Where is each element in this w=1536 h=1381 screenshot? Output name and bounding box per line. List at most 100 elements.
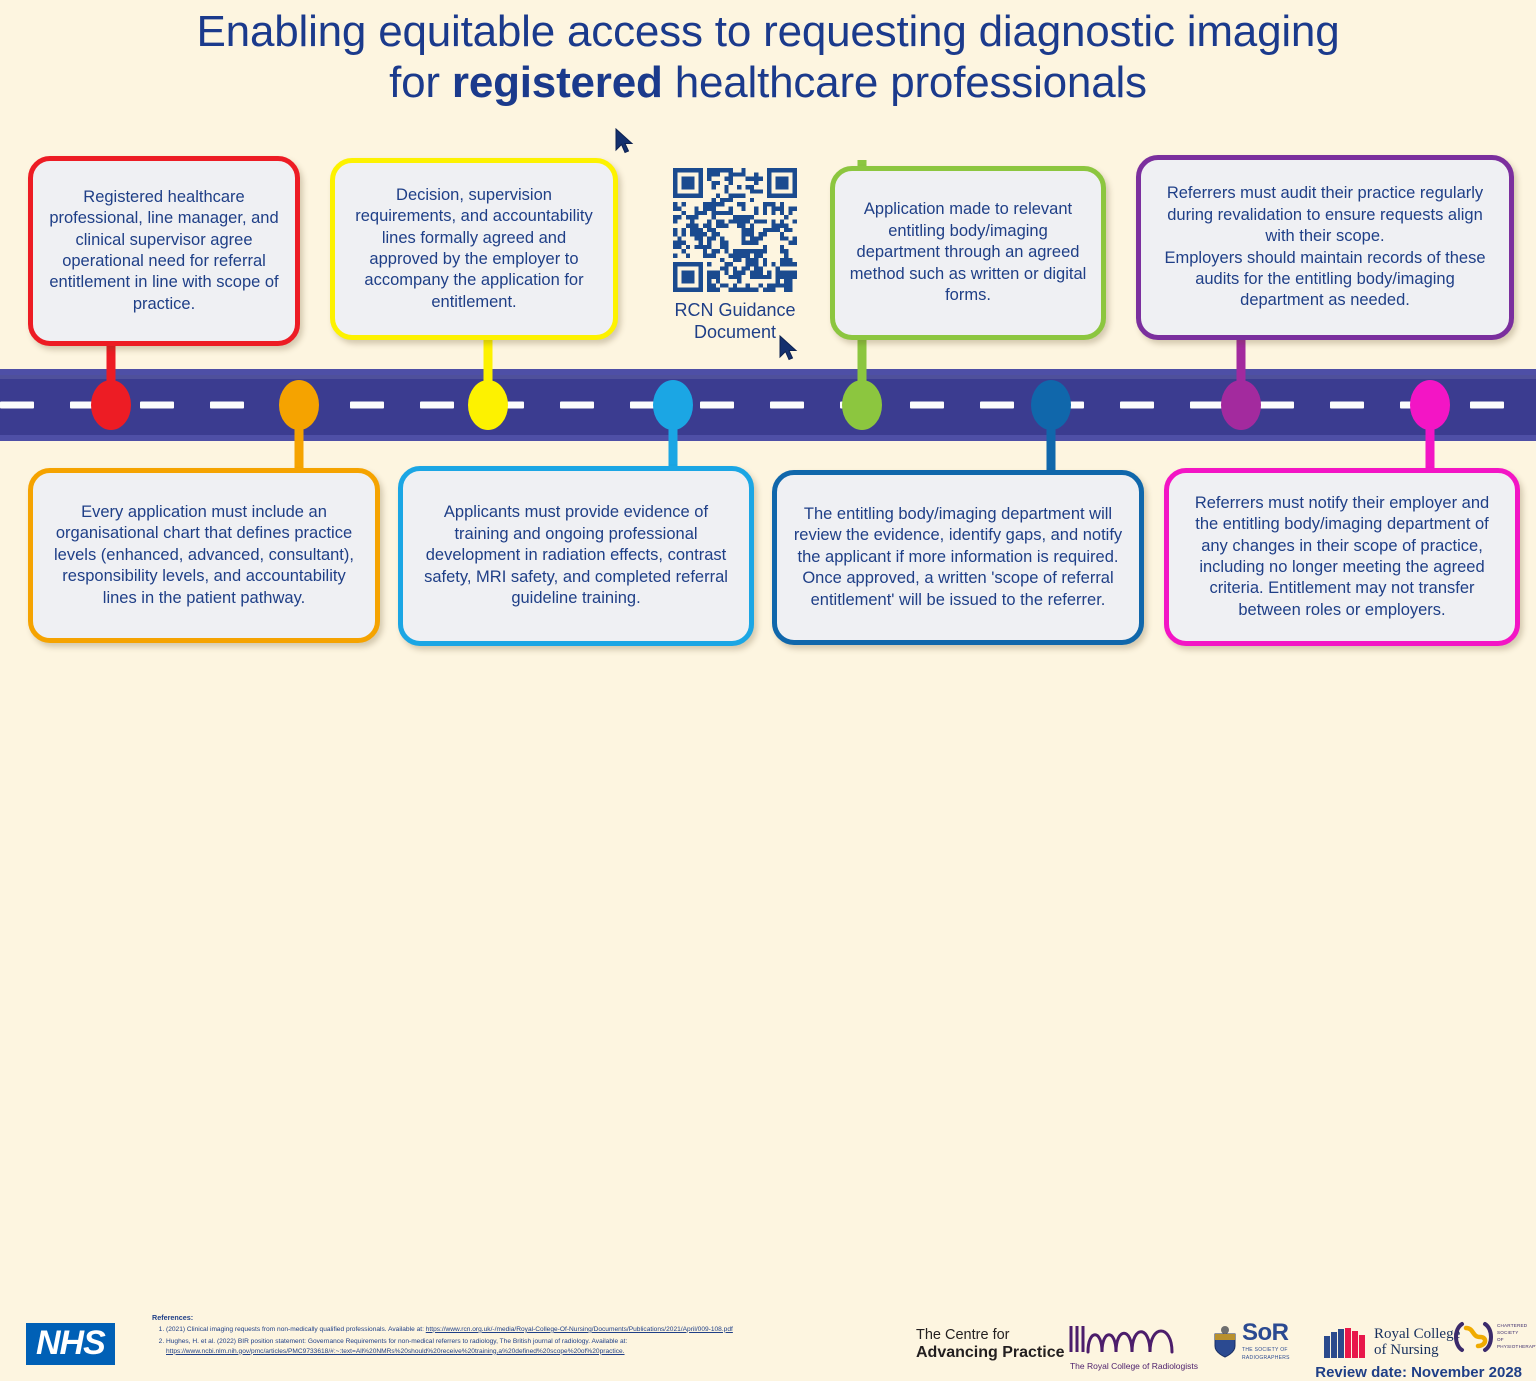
- nhs-logo: NHS: [26, 1323, 115, 1365]
- rcn-line-1: Royal College: [1374, 1325, 1461, 1342]
- info-card-line: The entitling body/imaging department wi…: [793, 504, 1123, 566]
- pin-orange: [279, 380, 319, 505]
- info-card-text: Referrers must notify their employer and…: [1183, 493, 1501, 622]
- pin-yellow-head: [468, 380, 508, 430]
- rcn-wordmark: Royal College of Nursing: [1374, 1326, 1460, 1358]
- pin-blue: [1031, 380, 1071, 505]
- reference-text: Hughes, H. et al. (2022) BIR position st…: [166, 1337, 628, 1345]
- road-dash: [1330, 401, 1364, 409]
- pin-blue-head: [1031, 380, 1071, 430]
- pin-magenta-head: [1410, 380, 1450, 430]
- cap-line-2: Advancing Practice: [916, 1343, 1065, 1361]
- royal-college-radiologists-logo: The Royal College of Radiologists: [1068, 1321, 1200, 1371]
- info-card-line: Once approved, a written 'scope of refer…: [802, 569, 1114, 609]
- road-dash: [1260, 401, 1294, 409]
- road-dash: [560, 401, 594, 409]
- road-dash: [210, 401, 244, 409]
- pin-red-head: [91, 380, 131, 430]
- reference-text: (2021) Clinical imaging requests from no…: [166, 1325, 426, 1333]
- csp-wordmark: CHARTERED SOCIETY OF PHYSIOTHERAPY: [1497, 1323, 1536, 1351]
- csp-mark-icon: [1454, 1322, 1493, 1352]
- road-dash: [1120, 401, 1154, 409]
- road-dashes: [0, 401, 1536, 409]
- qr-code-icon[interactable]: [673, 168, 797, 292]
- info-card-text: Applicants must provide evidence of trai…: [417, 502, 735, 609]
- road-dash: [0, 401, 34, 409]
- references-list: (2021) Clinical imaging requests from no…: [152, 1325, 792, 1357]
- info-card-line: Referrers must notify their employer and…: [1194, 493, 1490, 619]
- pin-green-head: [842, 380, 882, 430]
- pin-orange-stem: [294, 405, 304, 505]
- pin-magenta: [1410, 380, 1450, 505]
- cap-line-1: The Centre for: [916, 1327, 1010, 1343]
- infographic-canvas: Enabling equitable access to requesting …: [0, 0, 1536, 732]
- info-card-text: Registered healthcare professional, line…: [47, 187, 281, 316]
- road-dash: [140, 401, 174, 409]
- csp-line-2: SOCIETY: [1497, 1330, 1519, 1336]
- rcn-line-2: of Nursing: [1374, 1342, 1439, 1358]
- info-card-card-4: Application made to relevant entitling b…: [830, 166, 1106, 340]
- references-heading: References:: [152, 1313, 194, 1322]
- info-card-line: Applicants must provide evidence of trai…: [424, 503, 728, 608]
- reference-link[interactable]: https://www.rcn.org.uk/-/media/Royal-Col…: [425, 1325, 733, 1333]
- road-dash: [1470, 401, 1504, 409]
- csp-line-1: CHARTERED: [1497, 1323, 1528, 1329]
- timeline-road: [0, 369, 1536, 441]
- csp-line-4: PHYSIOTHERAPY: [1497, 1343, 1536, 1349]
- info-card-line: Every application must include an organi…: [54, 502, 354, 607]
- pin-purple-head: [1221, 380, 1261, 430]
- info-card-text: Every application must include an organi…: [47, 502, 361, 609]
- qr-code-block[interactable]: RCN Guidance Document: [655, 168, 815, 344]
- pin-magenta-stem: [1425, 405, 1435, 505]
- road-dash: [980, 401, 1014, 409]
- rcr-wave-icon: [1069, 1326, 1174, 1354]
- info-card-text: The entitling body/imaging department wi…: [791, 504, 1125, 611]
- road-dash: [1190, 401, 1224, 409]
- mouse-cursor-icon: [615, 128, 634, 154]
- info-card-card-3b: Applicants must provide evidence of trai…: [398, 466, 754, 646]
- road-dash: [350, 401, 384, 409]
- rcr-caption: The Royal College of Radiologists: [1069, 1361, 1199, 1371]
- sor-wordmark: SoR: [1242, 1319, 1289, 1346]
- references-block: References: (2021) Clinical imaging requ…: [152, 1313, 792, 1358]
- rcn-hands-icon: [1324, 1328, 1365, 1358]
- pin-orange-head: [279, 380, 319, 430]
- title-emphasis: registered: [451, 58, 663, 108]
- reference-item: Hughes, H. et al. (2022) BIR position st…: [166, 1337, 792, 1357]
- page-title: Enabling equitable access to requesting …: [0, 6, 1536, 108]
- reference-link[interactable]: https://www.ncbi.nlm.nih.gov/pmc/article…: [166, 1347, 625, 1355]
- info-card-card-1: Registered healthcare professional, line…: [28, 156, 300, 346]
- qr-label-line1: RCN Guidance: [674, 300, 796, 320]
- pin-cyan: [653, 380, 693, 505]
- csp-line-3: OF: [1497, 1337, 1504, 1342]
- chartered-society-physiotherapy-logo: CHARTERED SOCIETY OF PHYSIOTHERAPY: [1452, 1321, 1536, 1353]
- info-card-line: Referrers must audit their practice regu…: [1166, 184, 1484, 246]
- info-card-text: Decision, supervision requirements, and …: [349, 185, 599, 314]
- info-card-card-7b: Referrers must notify their employer and…: [1164, 468, 1520, 646]
- pin-cyan-head: [653, 380, 693, 430]
- info-card-card-2: Decision, supervision requirements, and …: [330, 158, 618, 340]
- road-dash: [630, 401, 664, 409]
- info-card-text: Application made to relevant entitling b…: [849, 199, 1087, 306]
- pin-blue-stem: [1046, 405, 1056, 505]
- road-dash: [420, 401, 454, 409]
- footer: NHS References: (2021) Clinical imaging …: [0, 655, 1536, 1381]
- qr-label-line2: Document: [693, 321, 777, 342]
- info-card-text: Referrers must audit their practice regu…: [1155, 183, 1495, 312]
- centre-advancing-practice-logo: The Centre for Advancing Practice: [916, 1327, 1066, 1362]
- road-dash: [910, 401, 944, 409]
- title-line-2-post: healthcare professionals: [662, 58, 1147, 108]
- sor-subtitle-1: THE SOCIETY OF: [1242, 1347, 1288, 1353]
- sor-subtitle-2: RADIOGRAPHERS: [1242, 1355, 1290, 1362]
- review-date: Review date: November 2028: [1315, 1364, 1522, 1381]
- road-dash: [70, 401, 104, 409]
- info-card-line: Application made to relevant entitling b…: [849, 200, 1087, 305]
- road-dash: [700, 401, 734, 409]
- title-line-1: Enabling equitable access to requesting …: [196, 7, 1340, 56]
- road-dash: [770, 401, 804, 409]
- society-of-radiographers-logo: SoR THE SOCIETY OF RADIOGRAPHERS: [1212, 1321, 1312, 1362]
- info-card-card-5b: The entitling body/imaging department wi…: [772, 470, 1144, 645]
- info-card-line: Registered healthcare professional, line…: [49, 187, 279, 313]
- info-card-card-1b: Every application must include an organi…: [28, 468, 380, 643]
- info-card-line: Decision, supervision requirements, and …: [355, 185, 593, 311]
